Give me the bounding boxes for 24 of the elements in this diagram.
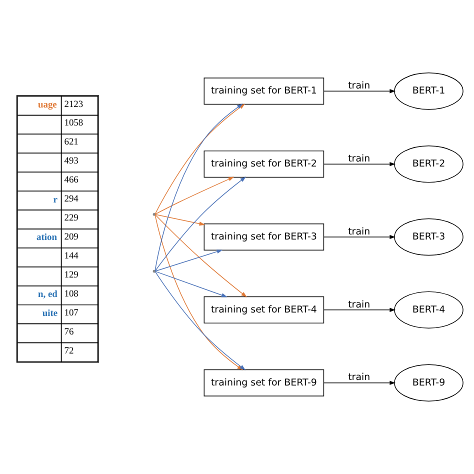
label: 72 — [64, 346, 74, 356]
label: 466 — [64, 176, 78, 186]
label: 2123 — [64, 100, 84, 110]
label: 108 — [64, 289, 78, 300]
label: 107 — [64, 308, 78, 318]
edge-label: train — [348, 80, 370, 92]
label: 129 — [64, 270, 78, 280]
label: 621 — [64, 138, 78, 148]
edge-label: train — [348, 153, 370, 164]
label: 209 — [64, 232, 78, 242]
label: 144 — [64, 251, 78, 262]
label: uite — [42, 309, 58, 320]
edge-label: train — [348, 226, 370, 238]
label: 76 — [64, 327, 74, 338]
label: 229 — [64, 214, 78, 224]
label: 294 — [64, 194, 78, 205]
edge-label: train — [348, 372, 370, 384]
label: ation — [36, 233, 58, 244]
label: 1058 — [64, 118, 84, 129]
edge-label: train — [348, 299, 370, 310]
label: 493 — [64, 156, 78, 167]
label: n, ed — [38, 290, 58, 300]
label: uage — [38, 100, 57, 110]
label: r — [53, 195, 58, 206]
